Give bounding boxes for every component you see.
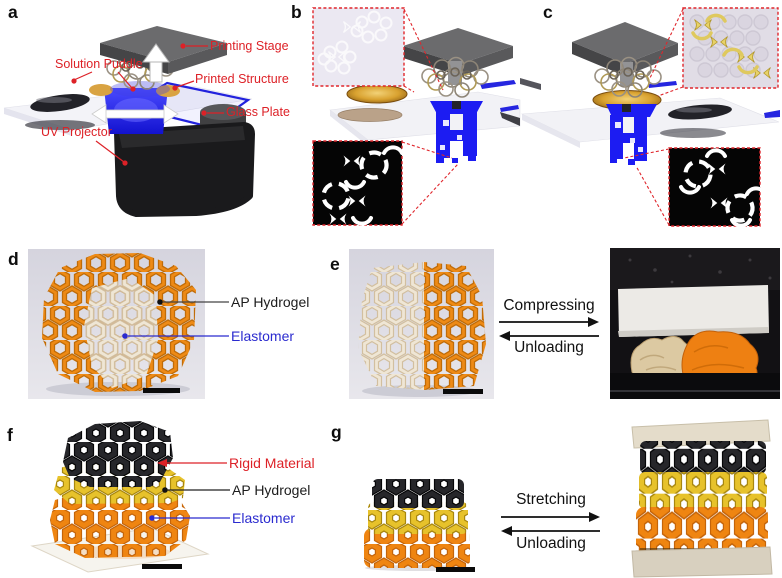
press-base [610,373,780,399]
panel-letter-a: a [8,2,18,22]
orange-lattice-e [424,262,486,390]
label-unloading-g: Unloading [516,535,586,552]
label-printed-structure: Printed Structure [195,72,289,86]
label-ap-hydrogel-f: AP Hydrogel [232,482,311,498]
dark-streak-b [500,112,520,126]
compress-arrows [499,317,599,341]
inset-microscopy-b [312,7,405,87]
label-solution-puddle: Solution Puddle [55,57,143,71]
label-rigid-material: Rigid Material [229,455,315,471]
inset-uv-pattern-c [668,147,767,228]
scale-bar-g [436,567,475,572]
panel-f-photo [30,421,230,573]
yellow-lattice-g-stretched [639,472,767,509]
label-compressing: Compressing [503,297,595,314]
panel-letter-e: e [330,254,340,274]
panel-d-photo [28,249,229,399]
panel-g-photo-right [631,419,773,578]
blue-streak-c2 [764,110,780,118]
puddle-highlight-c [676,107,712,113]
orange-lattice-f [50,494,190,558]
panel-f-leader-lines [149,459,230,521]
panel-a-illustration [3,26,255,217]
press-white-block [618,285,769,337]
black-lattice-f [63,421,173,487]
resin-bump-left [89,84,113,96]
scale-bar-f [142,564,182,569]
label-ap-hydrogel-d: AP Hydrogel [231,294,310,310]
black-lattice-g-stretched [640,441,766,474]
scale-bar-d [143,388,180,393]
panel-d-leader-lines [122,299,229,339]
label-stretching: Stretching [516,491,586,508]
scale-bar-e [443,389,483,394]
uv-projection-column-b [430,101,483,163]
panel-c-illustration [520,7,780,228]
solution-puddle-reflection [25,120,95,130]
inset-microscopy-c [682,7,779,89]
yellow-lattice-g [368,502,468,534]
panel-b-illustration [312,7,521,226]
panel-letter-f: f [7,425,13,445]
panel-e-photo-left [349,249,494,399]
panel-a-leader-lines [71,43,224,166]
uv-projection-column-c [606,104,657,165]
panel-letter-g: g [331,422,342,442]
panel-c-callout-lines [623,8,684,226]
gold-puddle-b [346,84,408,104]
bottom-clamp-g [631,546,773,578]
label-elastomer-f: Elastomer [232,510,296,526]
printing-stage-block-b [403,28,513,85]
blue-streak-b2 [500,105,519,112]
label-printing-stage: Printing Stage [210,39,289,53]
panel-letter-c: c [543,2,553,22]
blue-streak-b1 [480,80,516,89]
solution-puddle-reflection-c [660,128,726,138]
printing-stage-block-c [572,22,678,86]
stretch-arrows [501,512,600,536]
upward-motion-arrow [142,43,170,83]
inset-uv-pattern-b [312,140,404,226]
clear-lattice-e [358,262,424,390]
label-uv-projector: UV Projector [41,125,112,139]
puddle-highlight [36,97,72,103]
panel-letter-d: d [8,249,19,269]
orange-lattice-g [364,528,470,568]
black-lattice-g [372,479,464,508]
clear-lattice-d [84,278,158,388]
label-elastomer-d: Elastomer [231,328,295,344]
press-head [610,248,780,290]
sliding-motion-arrow [91,104,179,124]
label-unloading-e: Unloading [514,339,584,356]
panel-g-photo-left [364,479,475,572]
panel-e-photo-right [610,248,780,399]
blue-streak-c1 [648,81,677,88]
panel-letter-b: b [291,2,302,22]
panel-b-callout-lines [401,8,459,225]
dark-streak-c [520,78,541,90]
uv-projector-body [114,104,255,217]
tan-puddle-b [337,108,403,122]
label-glass-plate: Glass Plate [226,105,290,119]
orange-lattice-g-stretched [636,507,768,555]
